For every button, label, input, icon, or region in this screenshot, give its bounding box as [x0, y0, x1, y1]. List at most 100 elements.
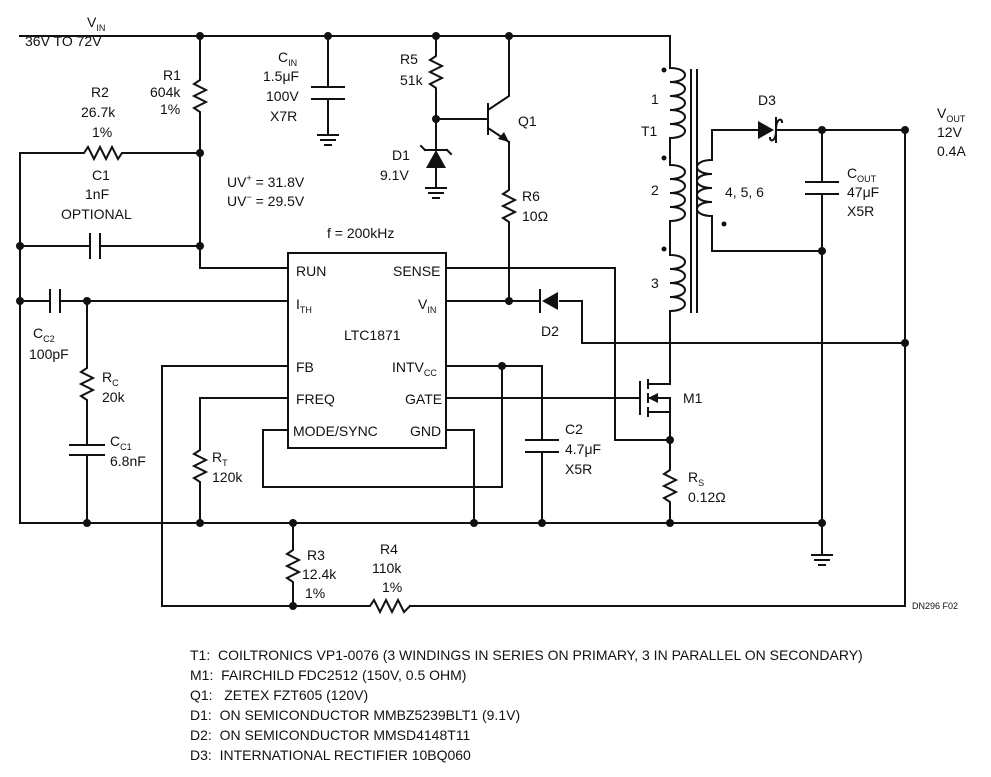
bom-line: D1: ON SEMICONDUCTOR MMBZ5239BLT1 (9.1V) — [190, 707, 521, 723]
r6-resistor — [500, 141, 518, 302]
cc2-name: CC2 — [33, 325, 55, 344]
ic-part-label: LTC1871 — [344, 327, 401, 343]
r2-value: 26.7k — [81, 104, 116, 120]
q1-emitter-arrow — [498, 132, 509, 142]
c2-dielectric: X5R — [565, 461, 592, 477]
bom-line: M1: FAIRCHILD FDC2512 (150V, 0.5 OHM) — [190, 667, 467, 683]
t1-name: T1 — [641, 123, 658, 139]
cin-capacitor — [311, 35, 345, 146]
r4-name: R4 — [380, 541, 398, 557]
m1-arrow — [648, 393, 658, 403]
r6-name: R6 — [522, 188, 540, 204]
mode-sync-wire — [262, 365, 503, 488]
d2-body — [542, 292, 558, 310]
pin-gnd: GND — [410, 423, 441, 439]
r2-name: R2 — [91, 84, 109, 100]
bill-of-materials: T1: COILTRONICS VP1-0076 (3 WINDINGS IN … — [190, 645, 970, 765]
c1-name: C1 — [92, 167, 110, 183]
bom-line: D2: ON SEMICONDUCTOR MMSD4148T11 — [190, 727, 471, 743]
vin-label: VIN — [87, 14, 105, 33]
rs-resistor — [661, 439, 679, 524]
r1-tol: 1% — [160, 101, 180, 117]
rc-name: RC — [102, 369, 119, 388]
d3-schottky-bar — [768, 117, 784, 143]
d2-wire — [581, 300, 906, 344]
t1-secondary — [696, 129, 823, 252]
d3-name: D3 — [758, 92, 776, 108]
output-feedback-bus — [409, 129, 906, 607]
r3-resistor — [284, 522, 302, 607]
c1-note: OPTIONAL — [61, 206, 132, 222]
d1-name: D1 — [392, 147, 410, 163]
q1-name: Q1 — [518, 113, 537, 129]
figure-id: DN296 F02 — [912, 601, 958, 611]
rs-name: RS — [688, 469, 704, 488]
cc1-name: CC1 — [110, 433, 132, 452]
m1-name: M1 — [683, 390, 703, 406]
r6-value: 10Ω — [522, 208, 548, 224]
r3-value: 12.4k — [302, 566, 337, 582]
pin-gate: GATE — [405, 391, 442, 407]
cout-value: 47μF — [847, 184, 879, 200]
uv-minus: UV− = 29.5V — [227, 192, 305, 209]
d3-body — [758, 121, 774, 139]
cc1-capacitor — [69, 444, 105, 524]
cout-capacitor — [805, 129, 839, 566]
r5-value: 51k — [400, 72, 424, 88]
r4-tol: 1% — [382, 579, 402, 595]
pin-freq: FREQ — [296, 391, 335, 407]
t1-winding-3: 3 — [651, 275, 659, 291]
pin-intvcc: INTVCC — [392, 359, 437, 378]
t1-winding-1: 1 — [651, 91, 659, 107]
cin-name: CIN — [278, 49, 297, 68]
vout-voltage: 12V — [937, 124, 963, 140]
t1-core — [690, 69, 698, 313]
sense-wire — [445, 267, 671, 441]
r4-value: 110k — [372, 560, 402, 576]
d2-diode — [539, 289, 583, 313]
pin-mode-sync: MODE/SYNC — [293, 423, 378, 439]
bom-line: T1: COILTRONICS VP1-0076 (3 WINDINGS IN … — [190, 647, 863, 663]
cin-rating: 100V — [266, 88, 299, 104]
pin-ith: ITH — [296, 296, 312, 315]
t1-secondary-label: 4, 5, 6 — [725, 184, 764, 200]
r1-name: R1 — [163, 67, 181, 83]
pin-fb: FB — [296, 359, 314, 375]
t1-primary — [668, 35, 686, 381]
r1-resistor — [191, 35, 289, 269]
c1-capacitor — [19, 233, 201, 259]
ic-gnd-wire — [445, 429, 475, 524]
rt-name: RT — [212, 449, 228, 468]
fb-wire — [161, 365, 294, 607]
d1-value: 9.1V — [380, 167, 409, 183]
rc-resistor — [78, 300, 96, 446]
c2-name: C2 — [565, 421, 583, 437]
uv-plus: UV+ = 31.8V — [227, 173, 305, 190]
vin-range: 36V TO 72V — [25, 33, 102, 49]
cout-name: COUT — [847, 165, 877, 184]
r3-tol: 1% — [305, 585, 325, 601]
m1-mosfet — [445, 379, 671, 441]
cc2-value: 100pF — [29, 346, 69, 362]
r5-name: R5 — [400, 51, 418, 67]
cc2-capacitor — [19, 289, 289, 313]
cin-value: 1.5μF — [263, 68, 299, 84]
c2-value: 4.7μF — [565, 441, 601, 457]
bom-line: Q1: ZETEX FZT605 (120V) — [190, 687, 369, 703]
r3-name: R3 — [307, 547, 325, 563]
intvcc-wire — [445, 365, 559, 524]
r4-resistor — [292, 597, 412, 615]
vout-current: 0.4A — [937, 143, 966, 159]
bom-line: D3: INTERNATIONAL RECTIFIER 10BQ060 — [190, 747, 471, 763]
d2-name: D2 — [541, 323, 559, 339]
d1-body — [426, 150, 446, 168]
rt-value: 120k — [212, 469, 243, 485]
c1-value: 1nF — [85, 186, 109, 202]
q1-transistor — [435, 35, 511, 144]
ltc1871-ic — [287, 252, 447, 449]
pin-vin: VIN — [418, 296, 436, 315]
cin-dielectric: X7R — [270, 108, 297, 124]
r5-resistor — [427, 35, 445, 120]
cc1-value: 6.8nF — [110, 453, 146, 469]
